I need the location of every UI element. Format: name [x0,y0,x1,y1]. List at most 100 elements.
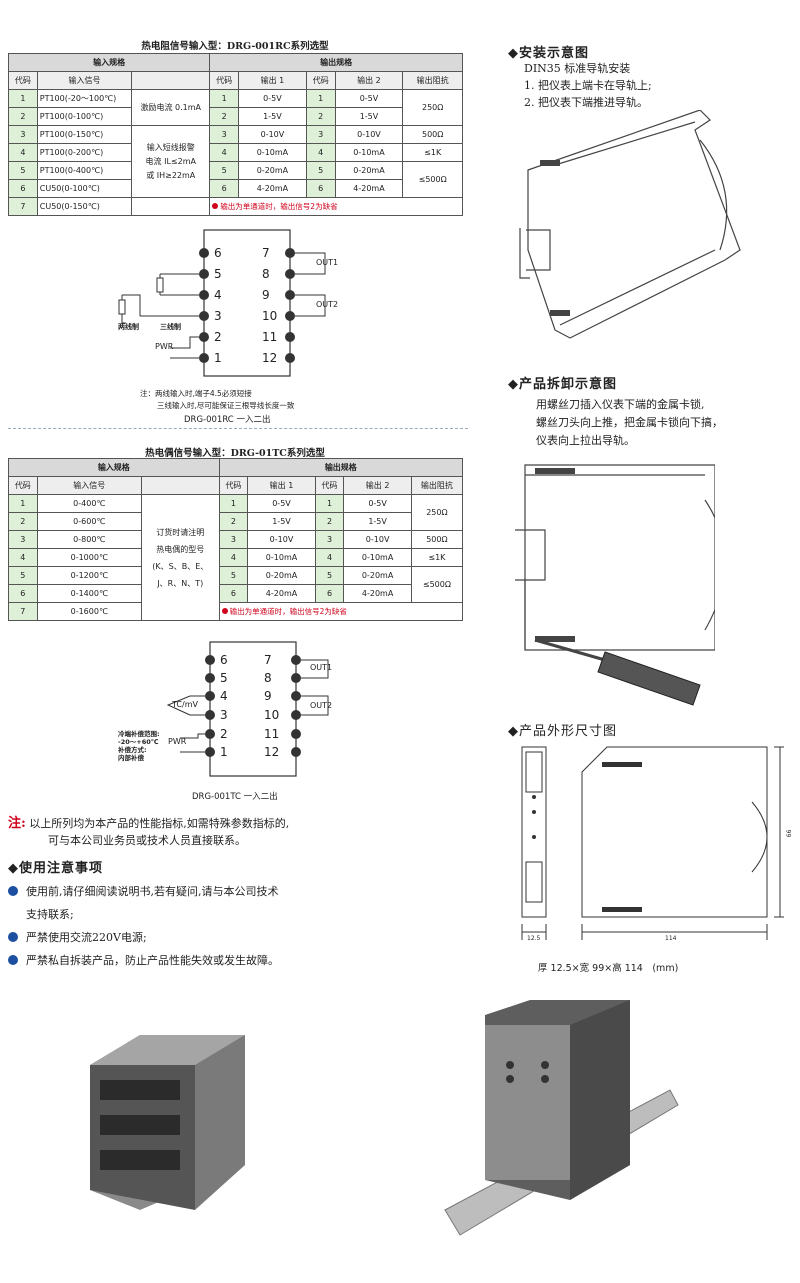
tc-order-note: 热电偶的型号 [156,544,205,554]
notice-line: 可与本公司业务员或技术人员直接联系。 [48,834,246,847]
bullet-icon [8,955,18,965]
tc-output-header: 输出规格 [218,458,464,477]
rc-caption: DRG-001RC 一入二出 [184,415,271,425]
rc-term-label: 6 [214,246,222,260]
rc-out1-label: OUT1 [316,258,339,267]
col-input-signal: 输入信号 [36,71,133,90]
dims-caption: 厚 12.5×宽 99×高 114 (mm) [538,963,679,974]
col-code: 代码 [8,476,38,495]
install-subtitle: DIN35 标准导轨安装 [524,62,631,75]
col-code: 代码 [8,71,38,90]
rc-term-label: 8 [262,267,270,281]
rc-alarm-line: 输入短线报警 [146,142,195,152]
rc-note: 输出为单通道时，输出信号2为缺省 [220,202,338,211]
rc-two-wire-label: 两线制 [118,323,139,331]
terminal-1 [199,353,209,363]
col-output2: 输出 2 [334,71,404,90]
rc-wiring-note: 注：两线输入时,端子4.5必须短接 [140,389,252,398]
tc-comp-text: 补偿方式: [118,746,147,754]
terminal-4 [199,290,209,300]
usage-list: 使用前,请仔细阅读说明书,若有疑问,请与本公司技术 支持联系; 严禁使用交流22… [8,880,478,972]
dim-width: 12.5 [527,935,541,942]
col-impedance: 输出阻抗 [402,71,463,90]
col-code: 代码 [209,71,240,90]
tc-term-label: 12 [264,745,280,759]
dims-drawing [521,746,784,940]
bullet-icon [8,932,18,942]
tc-spec-table: 输入规格 输出规格 代码 输入信号 代码 输出 1 代码 输出 2 输出阻抗 1… [8,458,464,621]
rc-alarm-line: 电流 IL≤2mA [145,156,196,166]
tc-term-label: 6 [220,653,228,667]
rc-term-label: 2 [214,330,222,344]
install-heading: ◆安装示意图 [508,46,590,61]
terminal-7 [285,248,295,258]
terminal-11 [285,332,295,342]
rc-input-header: 输入规格 [7,53,211,72]
tc-pwr-label: PWR [168,737,187,746]
tc-wiring-diagram [166,641,329,777]
rc-term-label: 7 [262,246,270,260]
tc-comp-text: 内部补偿 [118,754,144,762]
rc-three-wire-label: 三线制 [160,323,181,331]
tc-order-note: 订货时请注明 [156,527,205,537]
tc-term-label: 2 [220,727,228,741]
terminal-5 [199,269,209,279]
divider [8,428,468,429]
rc-wiring-diagram [118,229,326,377]
notice-block: 注: 以上所列均为本产品的性能指标,如需特殊参数指标的, 可与本公司业务员或技术… [8,815,468,849]
tc-title: 热电偶信号输入型：DRG-01TC系列选型 [145,448,325,459]
diamond-icon: ◆ [8,861,19,876]
dim-length: 114 [665,935,677,942]
terminal-3 [199,311,209,321]
rc-pwr-label: PWR [155,342,174,351]
red-dot-icon [212,203,219,209]
col-code: 代码 [218,476,249,495]
notice-label: 注: [8,816,26,831]
tc-mv-label: TC/mV [172,700,198,709]
tc-term-label: 3 [220,708,228,722]
diamond-icon: ◆ [508,377,519,392]
remove-heading: ◆产品拆卸示意图 [508,377,618,392]
dim-height: 99 [784,829,792,838]
install-drawing [519,110,741,339]
red-dot-icon [221,608,228,614]
rc-term-label: 12 [262,351,278,365]
bullet-icon [8,886,18,896]
tc-term-label: 4 [220,689,228,703]
remove-line: 仪表向上拉出导轨。 [536,434,635,447]
rc-alarm-line: 或 IH≥22mA [146,170,196,180]
terminal-9 [285,290,295,300]
terminal-12 [285,353,295,363]
dims-heading: ◆产品外形尺寸图 [508,724,618,739]
tc-caption: DRG-001TC 一入二出 [192,792,278,802]
install-step: 1. 把仪表上端卡在导轨上; [524,79,652,92]
remove-line: 螺丝刀头向上推，把金属卡锁向下搞， [536,416,723,429]
col-output1: 输出 1 [247,476,316,495]
terminal-8 [285,269,295,279]
install-text: DIN35 标准导轨安装 1. 把仪表上端卡在导轨上; 2. 把仪表下端推进导轨… [524,60,652,111]
col-blank [131,71,211,90]
col-code: 代码 [305,71,336,90]
tc-comp-text: -20～+60℃ [118,738,159,746]
notice-line: 以上所列均为本产品的性能指标,如需特殊参数指标的, [29,817,290,830]
rc-excitation: 激励电流 0.1mA [131,89,211,126]
list-item: 严禁使用交流220V电源; [8,926,478,949]
tc-term-label: 5 [220,671,228,685]
tc-input-header: 输入规格 [8,458,220,477]
col-impedance: 输出阻抗 [410,476,464,495]
terminal-10 [285,311,295,321]
tc-term-label: 7 [264,653,272,667]
list-item: 使用前,请仔细阅读说明书,若有疑问,请与本公司技术 [8,880,478,903]
tc-order-note: (K、S、B、E、 [152,561,209,571]
tc-term-label: 1 [220,745,228,759]
